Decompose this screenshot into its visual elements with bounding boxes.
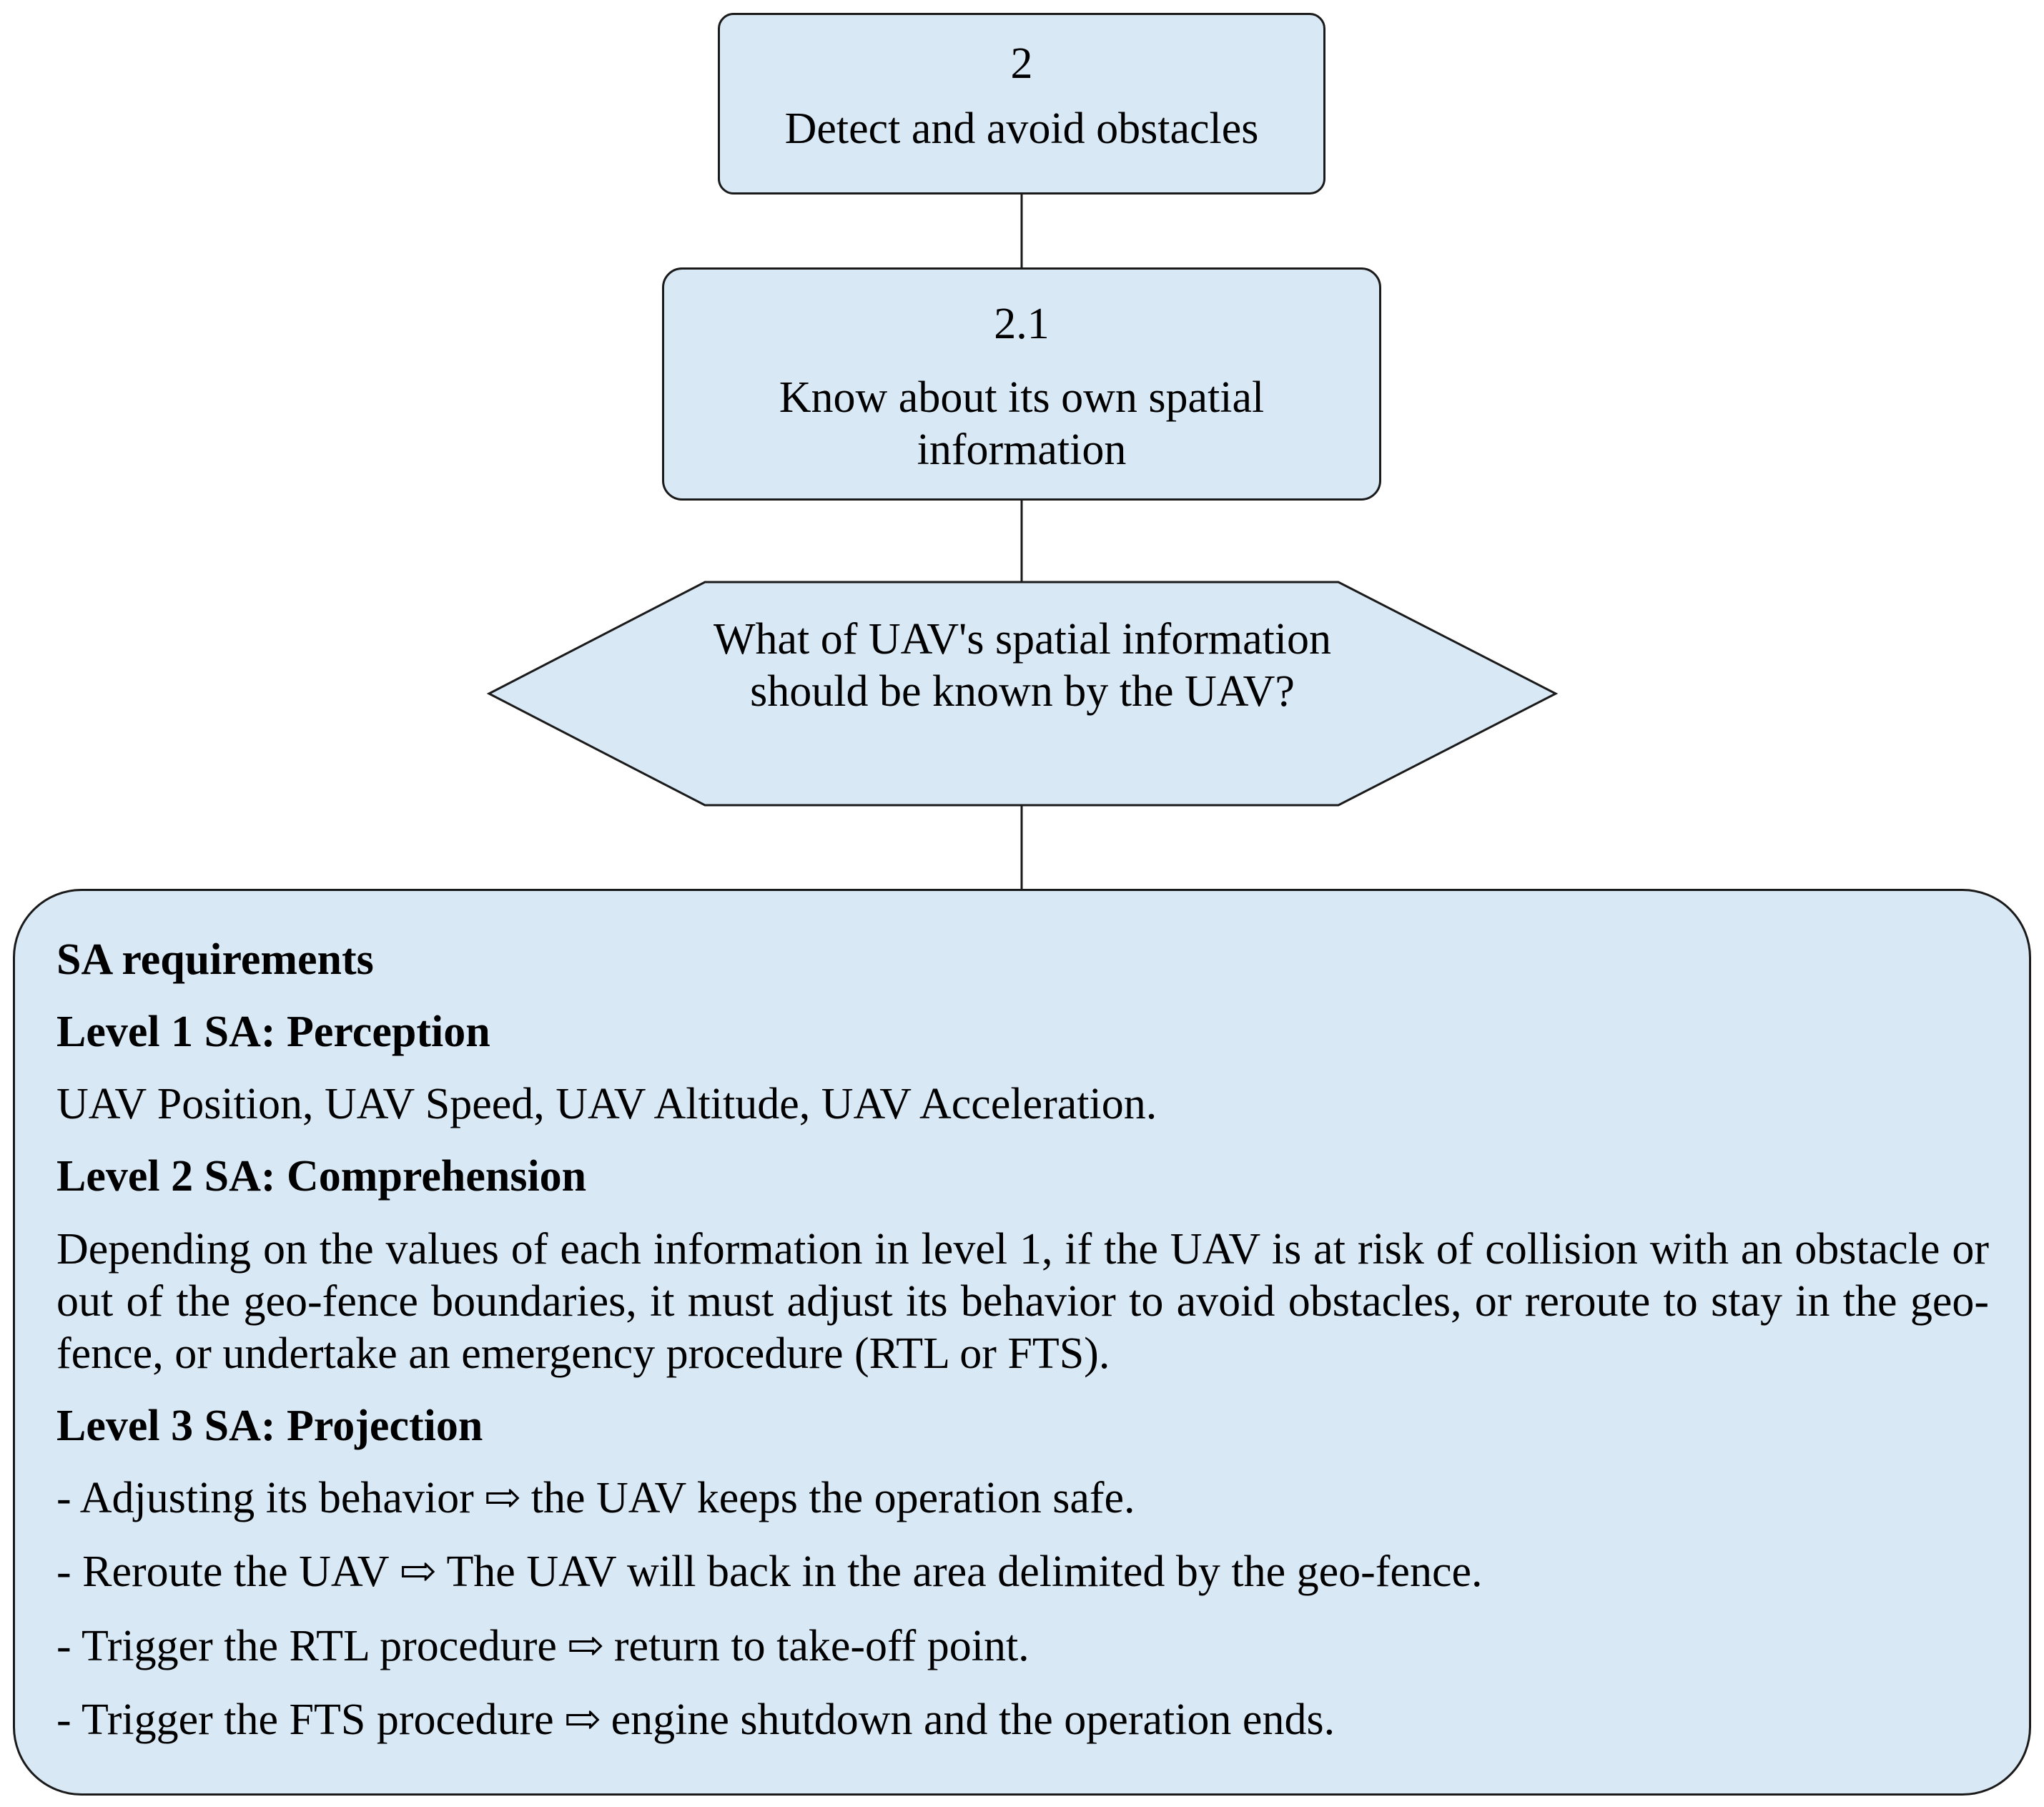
level3-item: - Reroute the UAV⇨The UAV will back in t… [56, 1546, 1989, 1598]
level3-item: - Trigger the RTL procedure⇨return to ta… [56, 1620, 1989, 1673]
level3-item-action: - Reroute the UAV [56, 1547, 390, 1597]
arrow-right-icon: ⇨ [399, 1547, 437, 1597]
level1-heading: Level 1 SA: Perception [56, 1008, 490, 1057]
level3-item-action: - Trigger the RTL procedure [56, 1621, 557, 1670]
level1-text: UAV Position, UAV Speed, UAV Altitude, U… [56, 1080, 1157, 1129]
level2-heading: Level 2 SA: Comprehension [56, 1152, 587, 1201]
level3-item-action: - Adjusting its behavior [56, 1474, 474, 1523]
sa-requirements-box: SA requirements Level 1 SA: Perception U… [13, 889, 2031, 1796]
question-label: What of UAV's spatial information should… [713, 615, 1332, 717]
level2-text: Depending on the values of each informat… [56, 1224, 1989, 1378]
level3-item-result: the UAV keeps the operation safe. [530, 1474, 1135, 1523]
subgoal-node: 2.1 Know about its own spatial informati… [662, 267, 1381, 501]
subgoal-number: 2.1 [994, 300, 1050, 348]
level3-item-action: - Trigger the FTS procedure [56, 1695, 554, 1744]
sa-requirements-title: SA requirements [56, 935, 374, 984]
question-hexagon [486, 581, 1559, 807]
subgoal-label: Know about its own spatial information [779, 373, 1265, 475]
level3-item: - Trigger the FTS procedure⇨engine shutd… [56, 1694, 1989, 1746]
goal-node: 2 Detect and avoid obstacles [718, 13, 1325, 195]
level3-item-result: return to take-off point. [613, 1621, 1030, 1670]
goal-label: Detect and avoid obstacles [784, 104, 1259, 154]
level3-item: - Adjusting its behavior⇨the UAV keeps t… [56, 1472, 1989, 1525]
goal-number: 2 [1010, 39, 1033, 88]
level3-item-result: The UAV will back in the area delimited … [446, 1547, 1483, 1597]
arrow-right-icon: ⇨ [566, 1621, 604, 1670]
level3-item-result: engine shutdown and the operation ends. [611, 1695, 1335, 1744]
arrow-right-icon: ⇨ [483, 1474, 521, 1523]
level3-heading: Level 3 SA: Projection [56, 1402, 483, 1451]
arrow-right-icon: ⇨ [563, 1695, 601, 1744]
